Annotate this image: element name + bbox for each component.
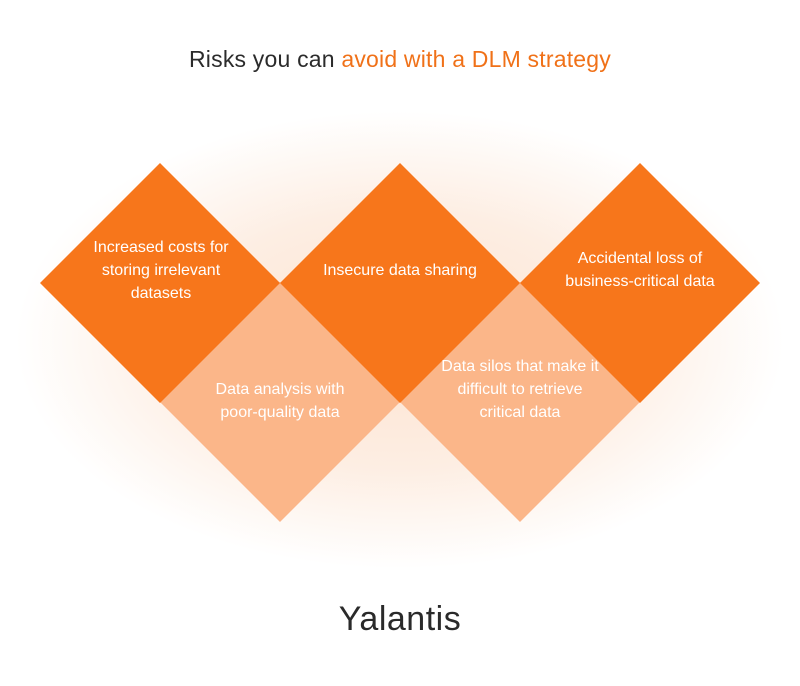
risk-label-2: Data analysis with poor-quality data	[215, 381, 345, 421]
brand-logo: Yalantis	[338, 600, 462, 638]
risk-label-4: Data silos that make it difficult to ret…	[441, 358, 599, 421]
page-title: Risks you can avoid with a DLM strategy	[0, 46, 800, 73]
risk-label-3: Insecure data sharing	[323, 262, 477, 279]
risk-label-1: Increased costs for storing irrelevant d…	[93, 239, 229, 302]
title-prefix: Risks you can	[189, 46, 342, 72]
risk-label-5: Accidental loss of business-critical dat…	[565, 250, 715, 290]
title-highlight: avoid with a DLM strategy	[341, 46, 611, 72]
